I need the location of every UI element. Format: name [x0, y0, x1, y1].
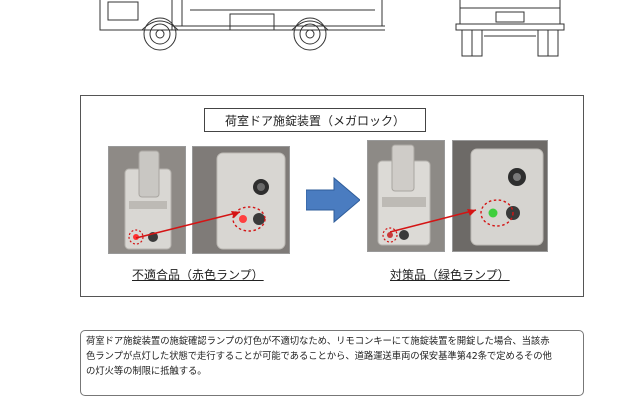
right-arrow-icon [306, 176, 360, 224]
note-box [80, 330, 584, 396]
truck-side-view-drawing [99, 0, 385, 51]
photo-nonconforming-lamp-closeup [192, 146, 290, 254]
photo-countermeasure-lock-overview [367, 140, 445, 252]
note-line: 色ランプが点灯した状態で走行することが可能であることから、道路運送車両の保安基準… [86, 351, 552, 362]
note-line: の灯火等の制限に抵触する。 [86, 366, 207, 377]
marker-connector-line [135, 211, 241, 239]
caption-nonconforming: 不適合品（赤色ランプ） [132, 268, 264, 282]
truck-rear-view-drawing [455, 0, 565, 57]
marker-connector-line-right [389, 209, 477, 233]
caption-countermeasure: 対策品（緑色ランプ） [390, 268, 510, 282]
photo-countermeasure-lamp-closeup [452, 140, 548, 252]
note-text: 荷室ドア施錠装置の施錠確認ランプの灯色が不適切なため、リモコンキーにて施錠装置を… [86, 334, 578, 379]
note-line: 荷室ドア施錠装置の施錠確認ランプの灯色が不適切なため、リモコンキーにて施錠装置を… [86, 336, 550, 347]
figure-title: 荷室ドア施錠装置（メガロック） [204, 108, 426, 132]
